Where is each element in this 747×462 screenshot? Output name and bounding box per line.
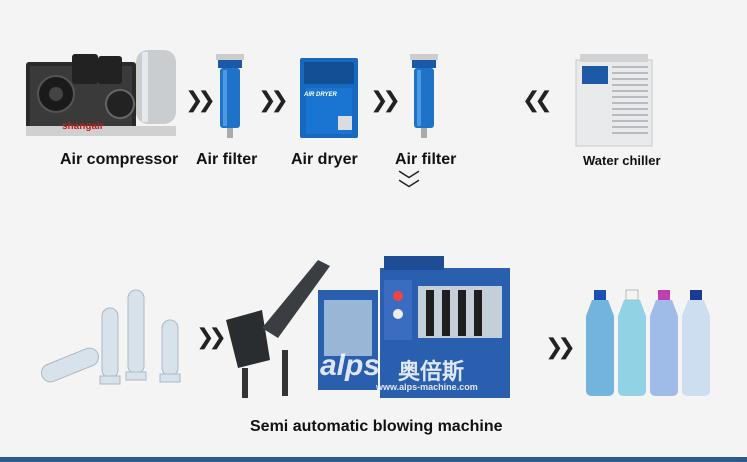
arrow-left-icon: ❮❮ xyxy=(522,88,553,113)
arrow-right-icon: ❯❯ xyxy=(258,88,289,113)
footer-bar xyxy=(0,457,747,462)
arrow-right-icon: ❯❯ xyxy=(185,88,216,113)
air-compressor-image xyxy=(26,50,176,136)
air-filter-image xyxy=(216,54,244,138)
bottles-image xyxy=(586,289,710,396)
label-water-chiller: Water chiller xyxy=(583,153,661,168)
label-air-dryer: Air dryer xyxy=(291,151,358,168)
watermark-url: www.alps-machine.com xyxy=(376,382,478,392)
air-filter-image xyxy=(410,54,438,138)
arrow-right-icon: ❯❯ xyxy=(370,88,401,113)
air-dryer-image xyxy=(300,58,358,138)
arrow-right-icon: ❯❯ xyxy=(545,335,576,360)
label-air-compressor: Air compressor xyxy=(60,151,179,168)
label-blowing-machine: Semi automatic blowing machine xyxy=(250,418,503,435)
preforms-image xyxy=(41,289,181,385)
watermark-cn: 奥倍斯 xyxy=(398,360,465,385)
blowing-machine-image xyxy=(226,256,510,398)
watermark-brand: alps xyxy=(320,349,381,382)
label-air-filter-1: Air filter xyxy=(196,151,258,168)
arrow-right-icon: ❯❯ xyxy=(196,325,227,350)
water-chiller-image xyxy=(575,54,653,147)
compressor-brand-text: shangair xyxy=(62,121,104,132)
dryer-text: AIR DRYER xyxy=(304,92,337,98)
label-air-filter-2: Air filter xyxy=(395,151,457,168)
arrow-down-icon: ﹀﹀ xyxy=(398,170,421,204)
